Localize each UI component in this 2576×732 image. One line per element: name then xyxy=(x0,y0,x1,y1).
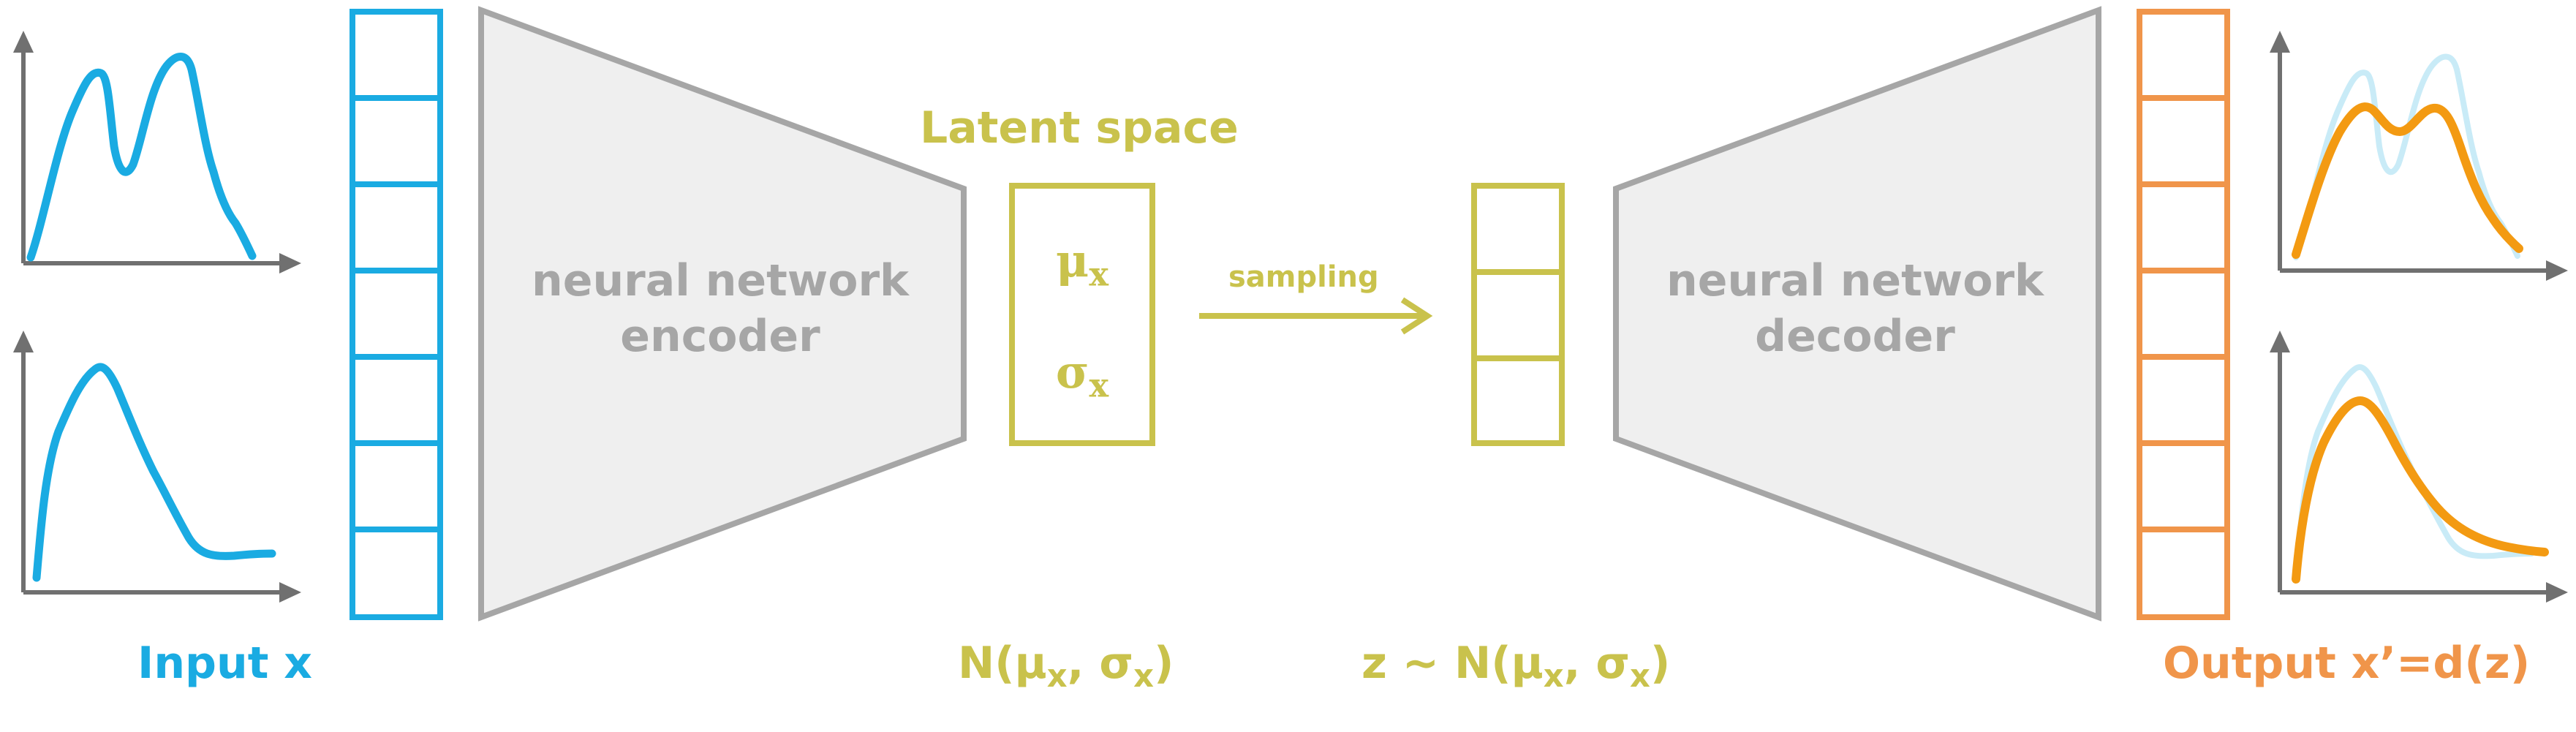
dist-suffix: ) xyxy=(1153,638,1174,689)
dist-sep: , xyxy=(1067,638,1100,689)
encoder-label-line2: encoder xyxy=(620,311,820,362)
input-plot-top xyxy=(13,31,301,273)
encoder-label-line1: neural network xyxy=(532,255,909,306)
dist-mu: μ xyxy=(1014,638,1047,689)
axis-arrow-icon xyxy=(2278,344,2559,595)
input-plot-bottom xyxy=(13,331,301,603)
z-sigma-sub: x xyxy=(1630,658,1650,695)
output-plot-bottom xyxy=(2270,331,2568,603)
dist-prefix: N( xyxy=(958,638,1015,689)
dist-sigma-sub: x xyxy=(1133,658,1154,695)
axis-arrow-icon xyxy=(21,44,292,265)
output-plot-top xyxy=(2270,31,2568,281)
mu-subscript: x xyxy=(1089,254,1108,294)
axis-arrow-icon xyxy=(279,582,301,603)
decoder-label-line1: neural network xyxy=(1666,255,2044,306)
decoder-label: neural network decoder xyxy=(1632,253,2078,364)
dist-mu-sub: x xyxy=(1046,658,1068,695)
encoder-label: neural network encoder xyxy=(497,253,943,364)
axis-arrow-icon xyxy=(2278,44,2559,273)
encoder-block xyxy=(478,6,967,622)
z-sep: , xyxy=(1563,638,1596,689)
decoder-block xyxy=(1613,6,2101,622)
z-mu-sub: x xyxy=(1543,658,1564,695)
axis-arrow-icon xyxy=(2270,331,2290,352)
output-label: Output x’=d(z) xyxy=(2163,638,2531,689)
z-mu: μ xyxy=(1511,638,1544,689)
latent-space-title: Latent space xyxy=(920,102,1239,154)
axis-arrow-icon xyxy=(2270,31,2290,53)
axis-arrow-icon xyxy=(279,253,301,273)
axis-arrow-icon xyxy=(13,31,34,53)
axis-arrow-icon xyxy=(13,331,34,352)
input-vector xyxy=(350,9,443,620)
input-curve-bottom xyxy=(32,363,276,582)
sampling-label: sampling xyxy=(1228,260,1379,294)
ghost-input-curve-bottom xyxy=(2293,364,2534,581)
sigma-symbol: σ xyxy=(1055,345,1089,399)
z-sample-label: z ∼ N(μx, σx) xyxy=(1361,638,1670,695)
ghost-input-curve-top xyxy=(2293,53,2520,260)
z-vector xyxy=(1471,183,1565,446)
axis-arrow-icon xyxy=(21,344,292,595)
axis-arrow-icon xyxy=(2546,582,2568,603)
decoder-label-line2: decoder xyxy=(1755,311,1955,362)
dist-sigma: σ xyxy=(1099,638,1134,689)
sampling-arrow-icon xyxy=(1199,297,1433,335)
latent-params-box xyxy=(1009,183,1155,446)
output-vector xyxy=(2137,9,2230,620)
z-prefix: z ∼ N( xyxy=(1361,638,1511,689)
input-curve-top xyxy=(26,53,257,262)
z-sigma: σ xyxy=(1595,638,1631,689)
sigma-subscript: x xyxy=(1089,366,1109,405)
latent-sigma: σx xyxy=(1012,345,1152,404)
output-curve-top xyxy=(2292,102,2523,259)
latent-distribution-label: N(μx, σx) xyxy=(958,638,1174,695)
z-suffix: ) xyxy=(1650,638,1671,689)
axis-arrow-icon xyxy=(2546,260,2568,281)
mu-symbol: μ xyxy=(1056,234,1089,287)
input-label: Input x xyxy=(137,638,312,689)
latent-mu: μx xyxy=(1012,234,1152,293)
output-curve-bottom xyxy=(2292,396,2549,584)
